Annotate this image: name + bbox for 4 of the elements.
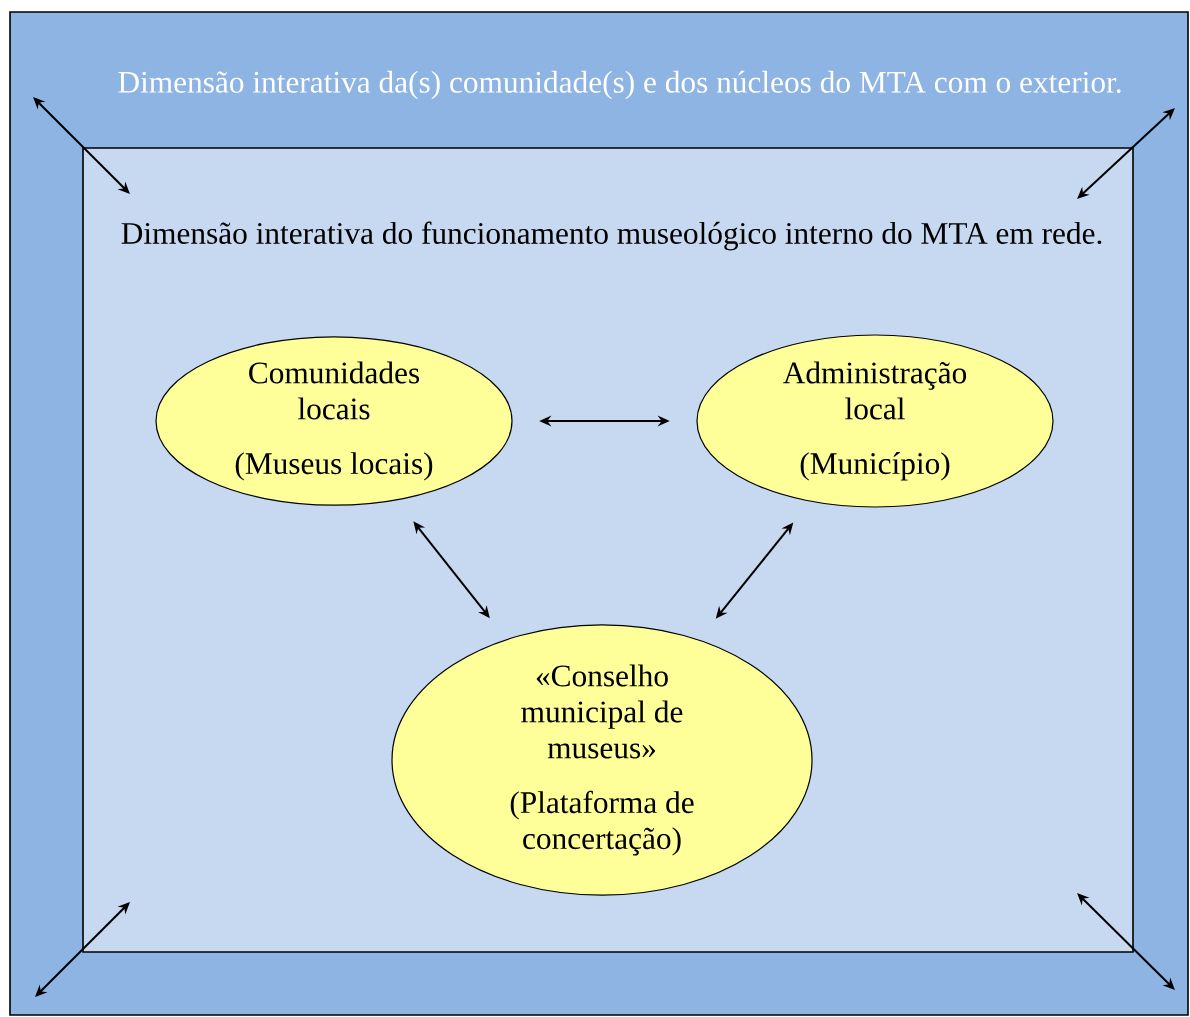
arrow — [35, 902, 130, 997]
arrow — [1077, 893, 1175, 990]
arrow — [1077, 108, 1175, 199]
arrow — [33, 97, 130, 194]
